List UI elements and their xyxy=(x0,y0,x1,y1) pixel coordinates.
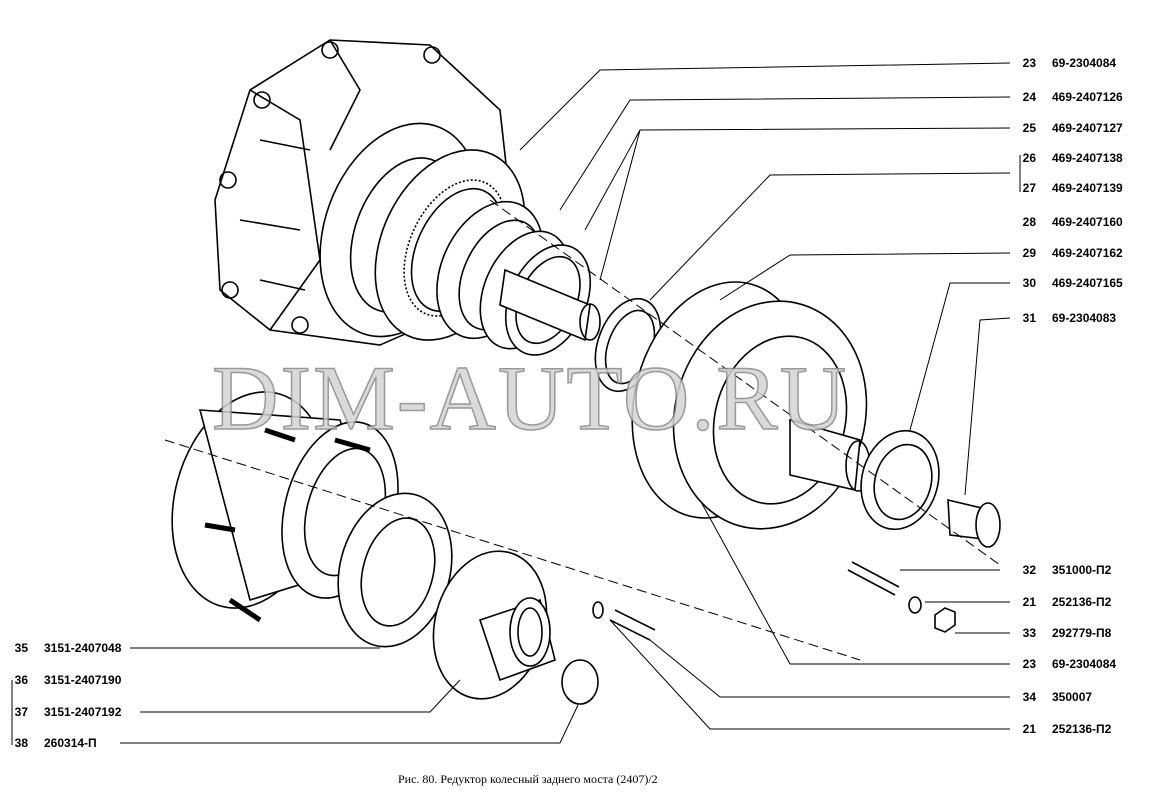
part-number: 31 xyxy=(1022,311,1036,325)
part-number: 35 xyxy=(14,641,28,655)
part-number: 32 xyxy=(1022,563,1036,577)
part-number: 36 xyxy=(14,673,28,687)
splined-shaft xyxy=(499,268,601,342)
part-number: 28 xyxy=(1022,215,1036,229)
flange-37 xyxy=(432,550,556,700)
cap-38 xyxy=(561,659,599,705)
part-number: 29 xyxy=(1022,246,1036,260)
part-number: 34 xyxy=(1022,690,1036,704)
part-code: 3151-2407192 xyxy=(44,705,122,719)
part-code: 69-2304084 xyxy=(1052,657,1117,671)
part-code: 3151-2407048 xyxy=(44,641,122,655)
part-number: 24 xyxy=(1022,90,1036,104)
part-code: 469-2407127 xyxy=(1052,121,1123,135)
part-number: 23 xyxy=(1022,56,1036,70)
part-code: 252136-П2 xyxy=(1052,722,1112,736)
sleeve-31 xyxy=(947,498,1001,548)
bolts-and-nuts xyxy=(592,561,956,641)
part-code: 469-2407162 xyxy=(1052,246,1123,260)
part-number: 33 xyxy=(1022,626,1036,640)
part-code: 69-2304083 xyxy=(1052,311,1117,325)
part-number: 21 xyxy=(1022,722,1036,736)
part-code: 469-2407138 xyxy=(1052,151,1123,165)
part-code: 260314-П xyxy=(44,736,97,750)
figure-caption: Рис. 80. Редуктор колесный заднего моста… xyxy=(398,772,658,786)
part-number: 23 xyxy=(1022,657,1036,671)
part-code: 69-2304084 xyxy=(1052,56,1117,70)
watermark: DIM-AUTO.RU xyxy=(211,347,849,449)
part-code: 351000-П2 xyxy=(1052,563,1112,577)
part-number: 25 xyxy=(1022,121,1036,135)
housing-35 xyxy=(171,391,399,623)
part-code: 252136-П2 xyxy=(1052,595,1112,609)
part-code: 3151-2407190 xyxy=(44,673,122,687)
part-number: 27 xyxy=(1022,181,1036,195)
part-code: 292779-П8 xyxy=(1052,626,1112,640)
part-number: 21 xyxy=(1022,595,1036,609)
part-code: 469-2407139 xyxy=(1052,181,1123,195)
part-code: 469-2407160 xyxy=(1052,215,1123,229)
leader-lines xyxy=(11,62,1021,745)
part-number: 30 xyxy=(1022,276,1036,290)
part-code: 350007 xyxy=(1052,690,1093,704)
part-number: 38 xyxy=(14,736,28,750)
part-number: 26 xyxy=(1022,151,1036,165)
part-code: 469-2407165 xyxy=(1052,276,1123,290)
part-code: 469-2407126 xyxy=(1052,90,1123,104)
dashed-axes xyxy=(164,199,1001,661)
part-number: 37 xyxy=(14,705,28,719)
oil-seal-30 xyxy=(860,429,940,531)
hub-29 xyxy=(631,281,871,530)
